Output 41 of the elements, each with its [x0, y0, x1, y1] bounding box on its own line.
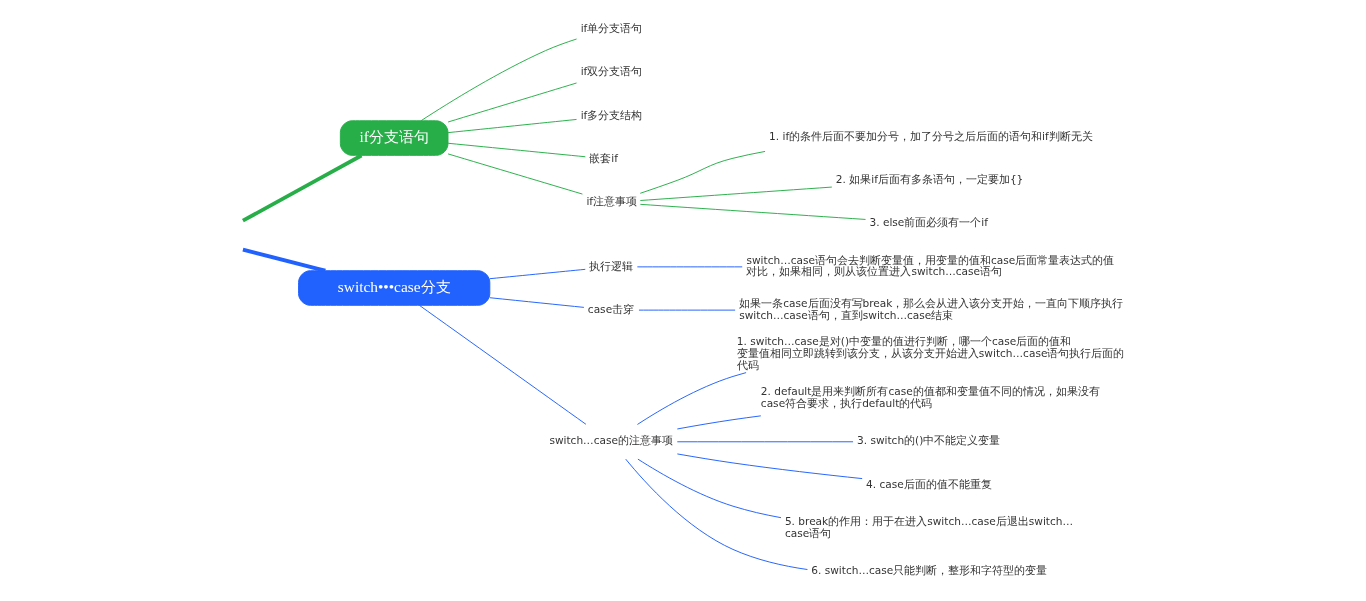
connector	[636, 266, 743, 268]
connector	[242, 247, 326, 273]
node-text: 嵌套if	[589, 151, 618, 164]
connector	[242, 153, 363, 223]
node-text: if注意事项	[586, 195, 638, 208]
node-text: 执行逻辑	[589, 259, 634, 272]
node-box: if分支语句	[339, 120, 449, 156]
connector	[639, 186, 833, 201]
node-text: if单分支语句	[580, 22, 643, 35]
node-text: 1. if的条件后面不要加分号，加了分号之后后面的语句和if判断无关	[769, 129, 1093, 142]
connector	[676, 453, 863, 480]
node-text: 3. else前面必须有一个if	[869, 216, 988, 229]
node-text: switch…case语句会去判断变量值，用变量的值和case后面常量表达式的值对比，如果相同，则从该位置进入switch…case语句	[746, 253, 1115, 278]
node-text: if双分支语句	[580, 65, 643, 78]
connector	[676, 415, 762, 430]
connector	[489, 268, 586, 280]
node-text: 6. switch…case只能判断，整形和字符型的变量	[811, 564, 1048, 577]
node-text: 4. case后面的值不能重复	[866, 477, 992, 490]
connector	[639, 150, 766, 194]
node-text: case击穿	[587, 302, 635, 315]
connector	[636, 372, 747, 425]
connector	[447, 118, 577, 134]
node-text: if多分支结构	[580, 108, 643, 121]
node-text: 1. switch…case是对()中变量的值进行判断，哪一个case后面的值和变量值相同立即跳转到该分支，从该分支开始进入switch…case语句执行后面的代码	[736, 335, 1125, 371]
connector	[420, 38, 578, 122]
connector	[447, 142, 586, 158]
connector	[418, 304, 587, 425]
node-text: 5. break的作用：用于在进入switch…case后退出switch…case语句	[784, 515, 1074, 539]
connector	[637, 458, 782, 519]
node-text: 2. default是用来判断所有case的值都和变量值不同的情况，如果没有case符合要求，执行default的代码	[760, 385, 1100, 409]
connector	[447, 82, 577, 123]
node-text: 2. 如果if后面有多条语句，一定要加{}	[835, 173, 1024, 186]
node-text: 3. switch的()中不能定义变量	[856, 434, 1001, 447]
connector	[489, 297, 585, 308]
node-box: switch•••case分支	[298, 270, 491, 306]
connector	[639, 203, 866, 220]
node-text: switch…case的注意事项	[549, 434, 673, 447]
connector	[447, 153, 583, 195]
connector	[676, 441, 854, 443]
connector	[625, 458, 808, 570]
node-text: 如果一条case后面没有写break，那么会从进入该分支开始，一直向下顺序执行switch…case语句，直到switch…case结束	[739, 297, 1124, 321]
